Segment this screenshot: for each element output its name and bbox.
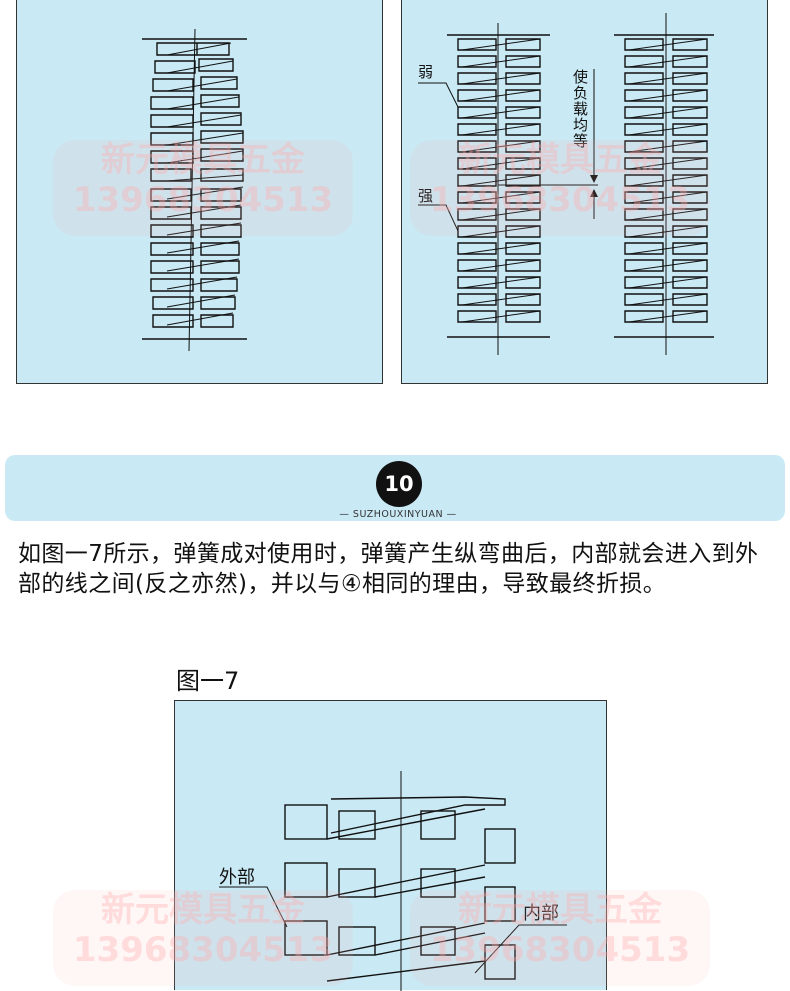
section-number-badge: 10	[376, 461, 422, 507]
figure7-panel: 外部 内部	[174, 700, 607, 991]
label-strong: 强	[418, 187, 434, 205]
figure-paired-springs: 弱 强 使负载均等	[401, 0, 768, 384]
label-inner: 内部	[523, 903, 559, 924]
figure7-drawing	[219, 771, 567, 991]
body-paragraph: 如图一7所示，弹簧成对使用时，弹簧产生纵弯曲后，内部就会进入到外部的线之间(反之…	[18, 541, 759, 597]
figure-buckled-spring	[16, 0, 383, 384]
figure7-title: 图一7	[176, 667, 240, 695]
label-equal-load: 使负载均等	[571, 69, 589, 149]
label-weak: 弱	[418, 63, 434, 81]
buckled-spring-drawing	[142, 28, 247, 352]
label-outer: 外部	[219, 867, 255, 888]
paired-springs-drawing	[418, 13, 714, 355]
section-subtitle: — SUZHOUXINYUAN —	[339, 509, 457, 520]
